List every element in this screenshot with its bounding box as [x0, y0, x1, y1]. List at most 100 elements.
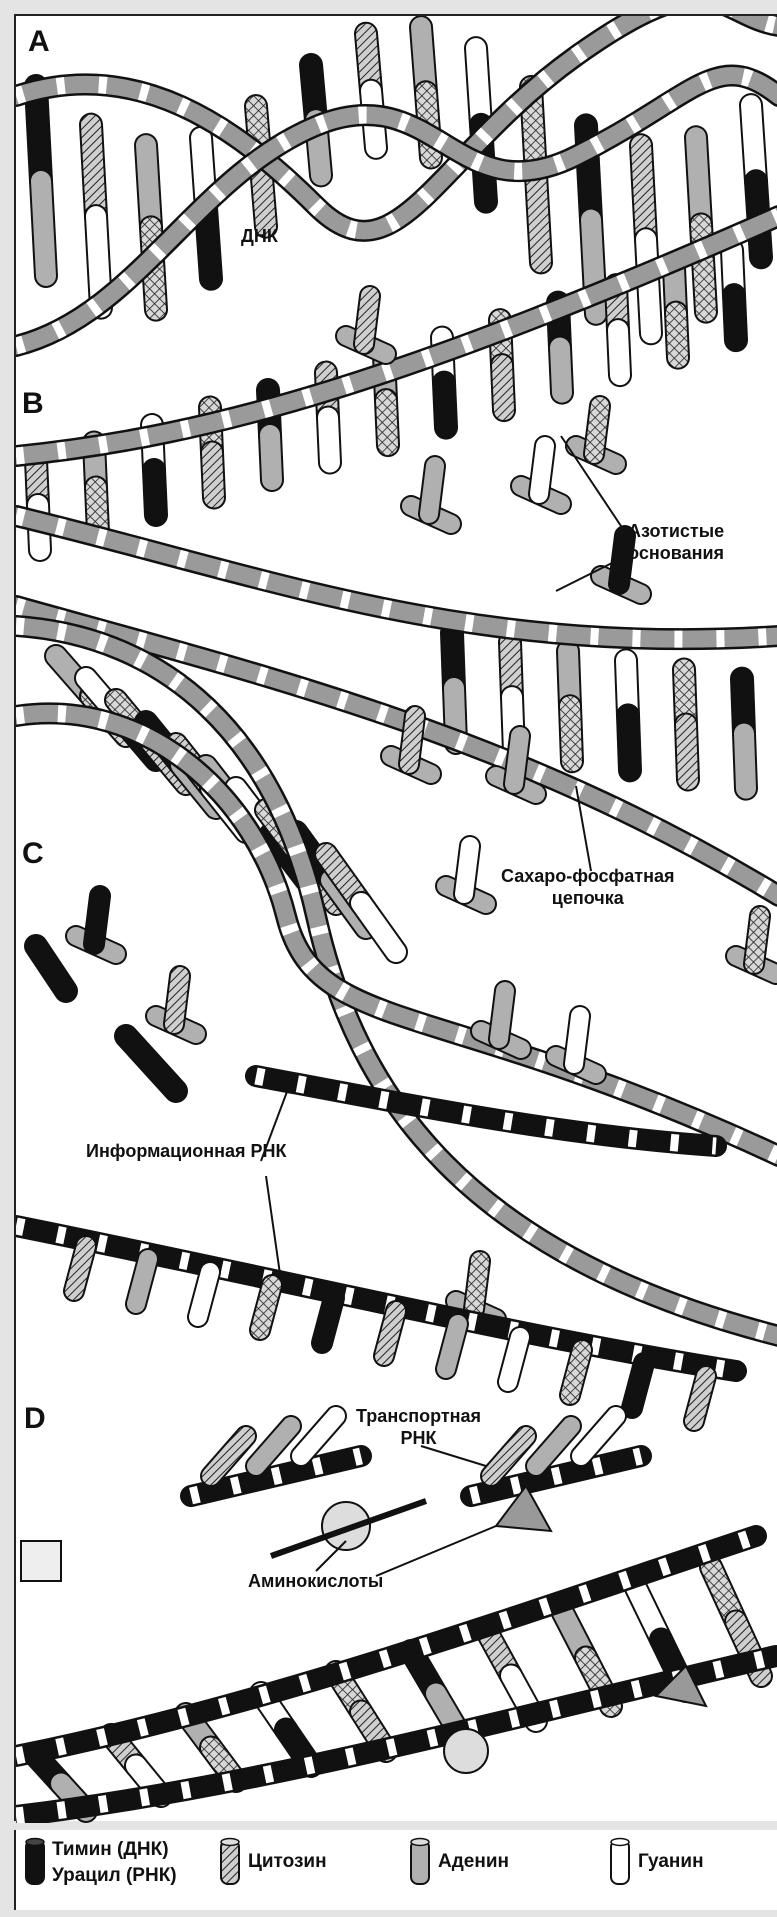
transfer-rna	[471, 1416, 641, 1496]
base-pair	[91, 125, 101, 308]
free-nucleotide	[556, 1016, 596, 1074]
adenine-base	[429, 466, 435, 514]
adenine-base	[499, 991, 505, 1039]
amino-acid-sphere	[444, 1729, 488, 1773]
cytosine-swatch	[221, 1839, 239, 1885]
legend-thymine-label: Тимин (ДНК)	[52, 1838, 169, 1862]
cytosine-base	[686, 724, 688, 779]
cytosine-base	[364, 296, 370, 344]
base-pair	[568, 651, 572, 761]
base-pair	[742, 679, 746, 789]
adenine-base	[514, 736, 520, 784]
trna-label: Транспортная РНК	[356, 1406, 481, 1449]
cytosine-base	[570, 706, 572, 761]
legend-cytosine-label: Цитозин	[248, 1850, 327, 1874]
adenine-base	[41, 181, 46, 276]
thymine-base	[734, 295, 736, 340]
cytosine-base	[754, 916, 760, 964]
base-pairs-group	[36, 27, 761, 1811]
cytosine-base	[174, 976, 180, 1024]
cytosine-base	[474, 1261, 480, 1309]
guanine-base	[508, 1337, 520, 1382]
guanine-base	[618, 330, 620, 375]
guanine-swatch	[611, 1839, 629, 1885]
cytosine-base	[676, 313, 678, 358]
base-pair	[36, 86, 46, 276]
base-pair	[732, 250, 736, 340]
mrna-label: Информационная РНК	[86, 1141, 287, 1163]
guanine-base	[539, 446, 545, 494]
thymine-base	[36, 946, 66, 991]
thymine-base	[126, 1036, 176, 1091]
diagram-illustration	[16, 16, 777, 1823]
guanine-base	[646, 239, 651, 333]
free-nucleotide	[346, 296, 386, 354]
base-pair	[696, 137, 706, 311]
base-pair	[146, 145, 156, 309]
amino-acids-label: Аминокислоты	[248, 1571, 383, 1593]
sugar-phosphate-label: Сахаро-фосфатная цепочка	[501, 866, 674, 909]
free-nucleotide	[411, 466, 451, 524]
guanine-base	[301, 1416, 336, 1456]
amino-acid-pointer	[376, 1526, 496, 1576]
trna-line-2: РНК	[356, 1428, 481, 1450]
free-nucleotides	[76, 296, 776, 1319]
thymine-base	[322, 1298, 334, 1343]
mrna-pointer	[266, 1176, 281, 1281]
thymine-base	[444, 383, 446, 428]
guanine-base	[328, 418, 330, 463]
section-a-label: A	[28, 24, 50, 60]
section-b-label: B	[22, 386, 44, 422]
adenine-base	[536, 1426, 571, 1466]
cytosine-base	[594, 406, 600, 454]
nitrogen-bases-line-1: Азотистые	[628, 521, 724, 543]
nitrogen-bases-label: Азотистые основания	[628, 521, 724, 564]
adenine-base	[446, 1324, 458, 1369]
cytosine-base	[260, 1285, 272, 1330]
free-nucleotide	[521, 446, 561, 504]
free-nucleotide	[156, 976, 196, 1034]
legend: Тимин (ДНК) Урацил (РНК) Цитозин Аденин …	[14, 1830, 777, 1910]
legend-uracil-label: Урацил (РНК)	[52, 1864, 177, 1888]
base-pair	[684, 669, 688, 779]
legend-adenine-label: Аденин	[438, 1850, 509, 1874]
cytosine-base	[74, 1246, 86, 1291]
guanine-base	[464, 846, 470, 894]
cytosine-base	[694, 1376, 706, 1421]
cytosine-base	[212, 453, 214, 498]
thymine-base	[628, 715, 630, 770]
thymine-uracil-swatch	[26, 1839, 44, 1885]
cytosine-base	[409, 716, 415, 764]
free-nucleotide	[76, 896, 116, 954]
sugar-phosphate-line-1: Сахаро-фосфатная	[501, 866, 674, 888]
adenine-swatch	[411, 1839, 429, 1885]
cytosine-base	[261, 166, 266, 226]
cytosine-base	[536, 175, 541, 263]
guanine-base	[574, 1016, 580, 1064]
transfer-rna	[191, 1416, 361, 1496]
legend-guanine-label: Гуанин	[638, 1850, 704, 1874]
guanine-base	[581, 1416, 616, 1456]
amino-acid-sphere	[271, 1501, 426, 1556]
guanine-base	[198, 1272, 210, 1317]
section-c-label: C	[22, 836, 44, 872]
cytosine-base	[386, 400, 388, 445]
thymine-base	[632, 1363, 644, 1408]
cytosine-base	[641, 145, 646, 239]
base-pair	[452, 633, 456, 743]
adenine-base	[146, 145, 151, 227]
thymine-base	[154, 470, 156, 515]
adenine-base	[560, 348, 562, 393]
dna-label: ДНК	[241, 226, 278, 248]
cytosine-base	[570, 1350, 582, 1395]
free-nucleotide	[481, 991, 521, 1049]
ribosome-track-upper	[16, 1536, 756, 1756]
thymine-base	[206, 208, 211, 278]
adenine-base	[270, 435, 272, 480]
base-pair	[626, 660, 630, 770]
cytosine-base	[384, 1311, 396, 1356]
free-nucleotide	[446, 846, 486, 904]
nitrogen-bases-line-2: основания	[628, 543, 724, 565]
thymine-base	[619, 536, 625, 584]
cytosine-base	[491, 1436, 526, 1476]
